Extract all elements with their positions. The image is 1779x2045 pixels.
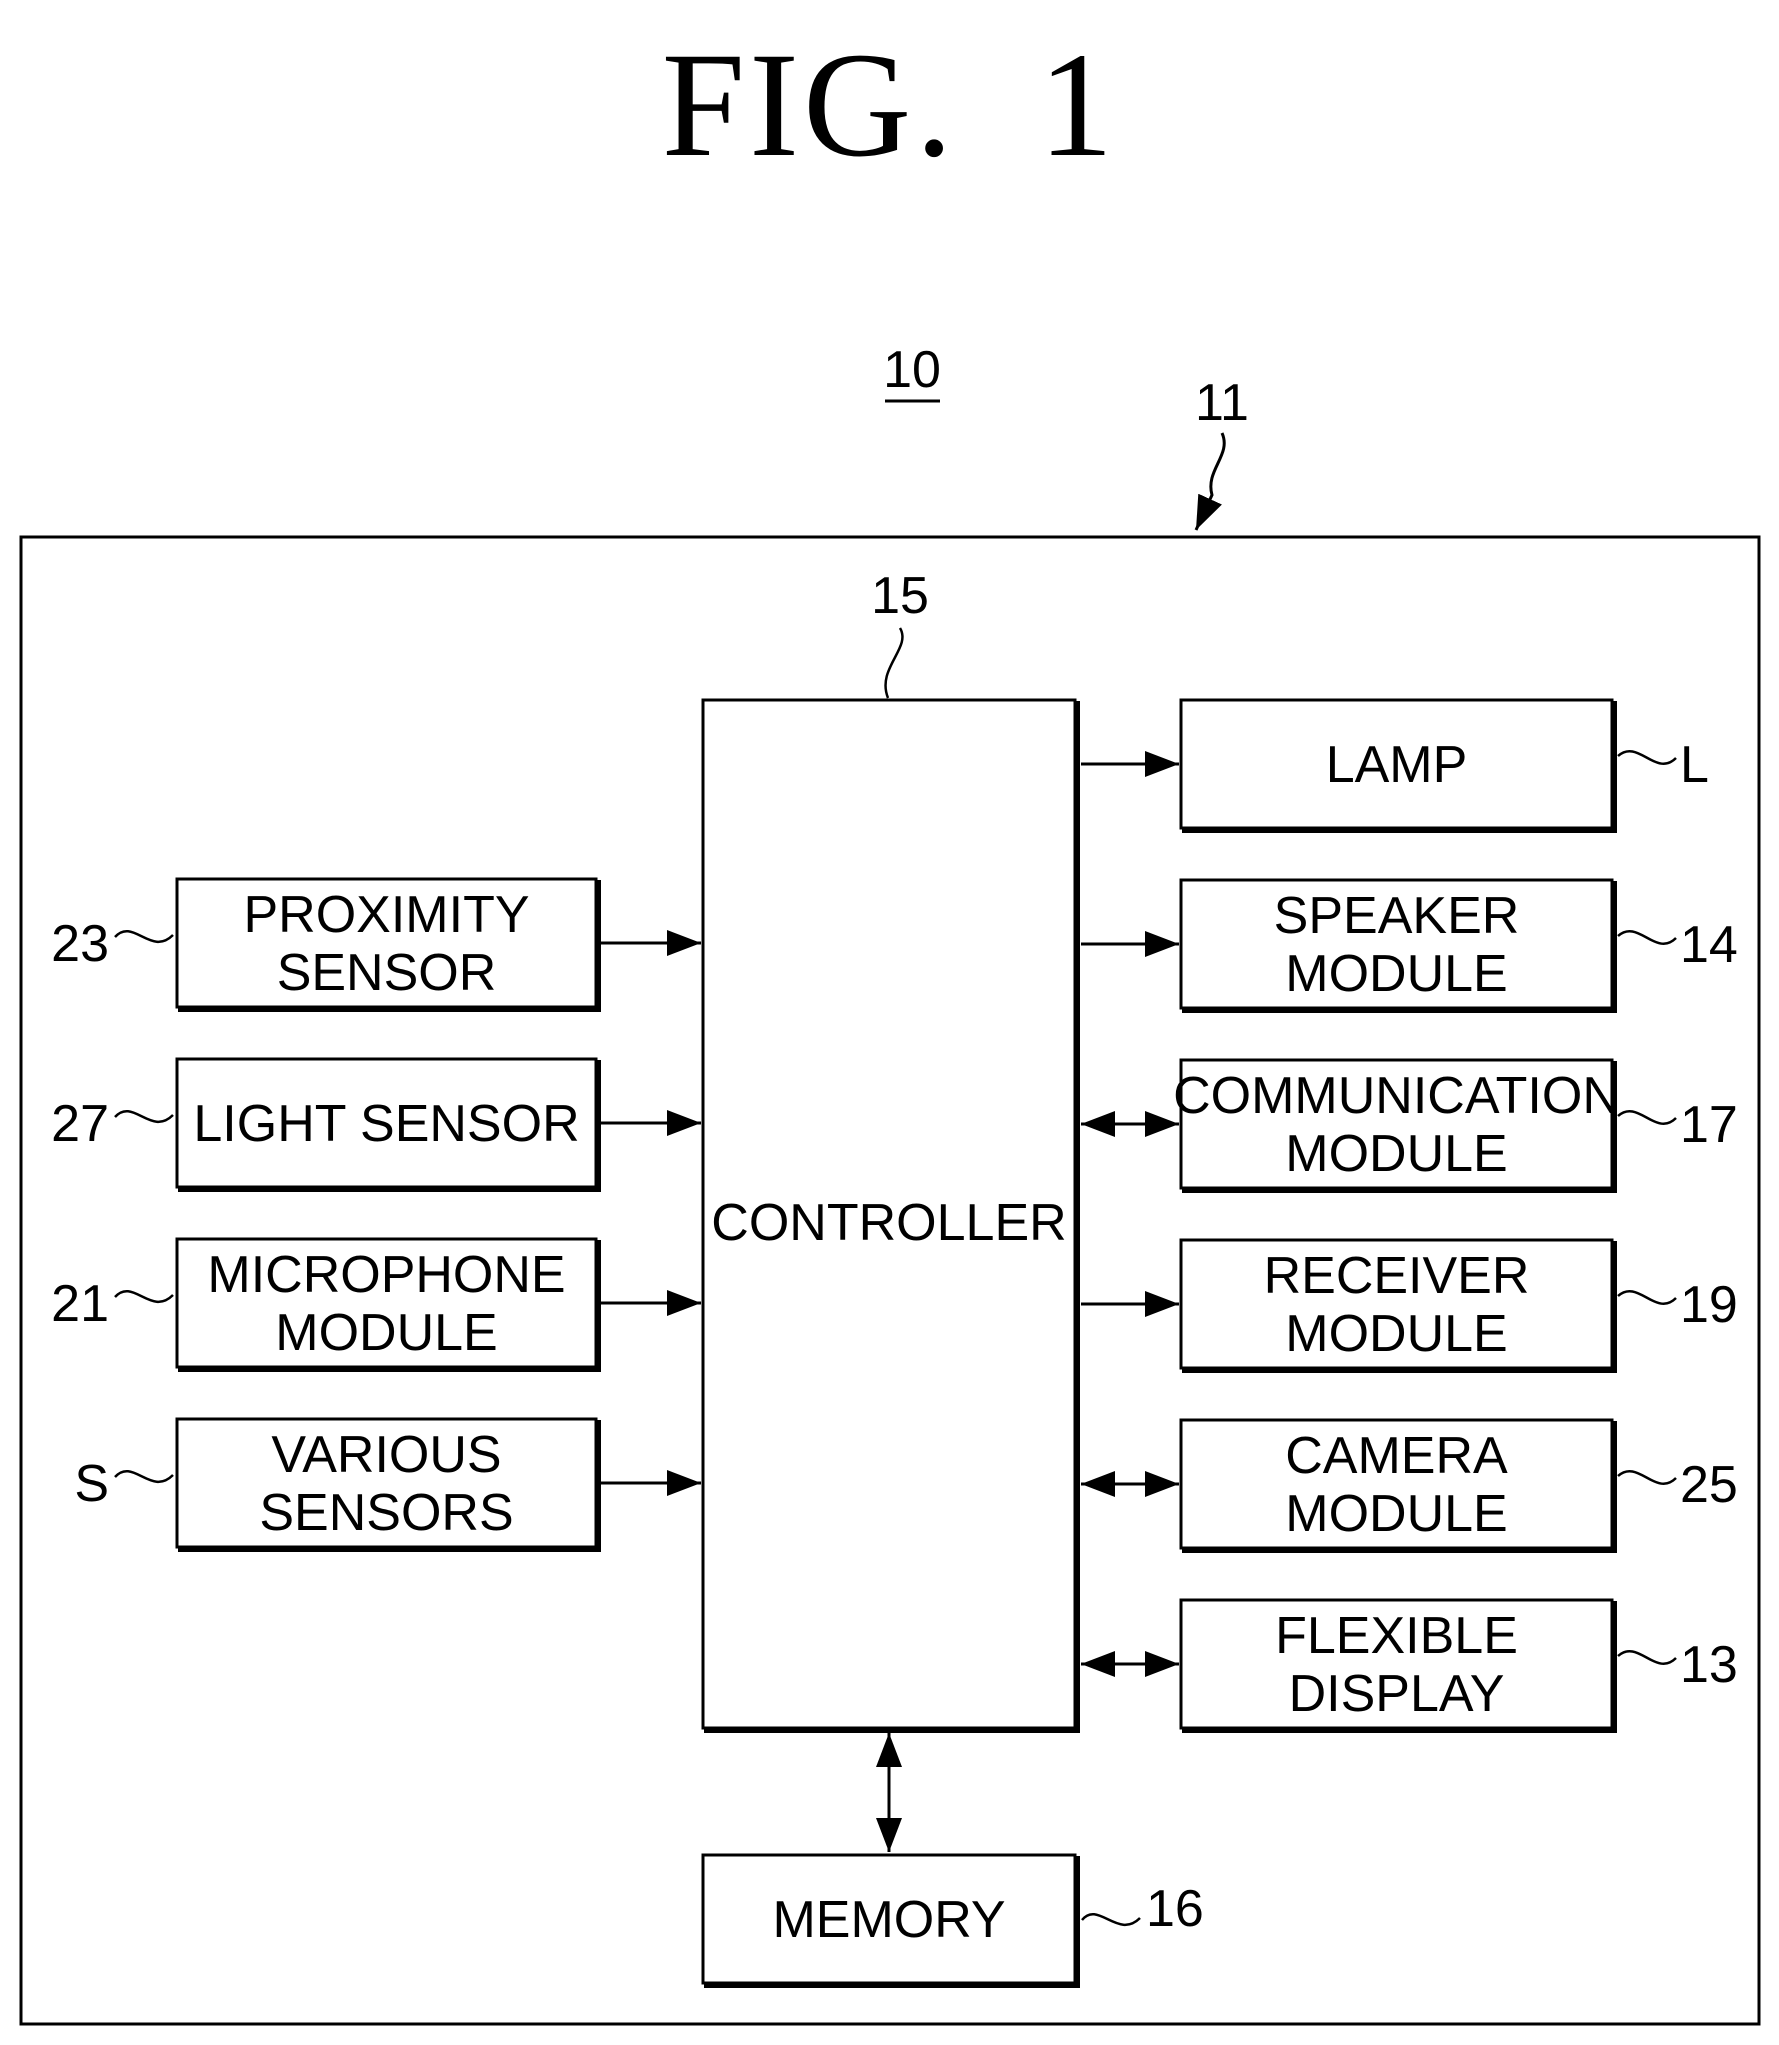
input-block-group: PROXIMITYSENSOR 23	[51, 879, 701, 1010]
output-ref-label: L	[1680, 736, 1709, 794]
input-leader-line	[115, 931, 173, 942]
input-ref-label: 21	[51, 1275, 109, 1333]
controller-label: CONTROLLER	[711, 1194, 1066, 1252]
input-blocks: PROXIMITYSENSOR 23LIGHT SENSOR 27MICROPHON…	[51, 879, 701, 1550]
input-block-label: MICROPHONE	[207, 1246, 565, 1304]
memory-ref-label: 16	[1146, 1880, 1204, 1938]
output-block-label: MODULE	[1285, 945, 1507, 1003]
output-block-label: CAMERA	[1285, 1427, 1508, 1485]
input-block-group: LIGHT SENSOR 27	[51, 1059, 701, 1190]
output-leader-line	[1618, 1471, 1676, 1484]
output-ref-label: 14	[1680, 916, 1738, 974]
output-leader-line	[1618, 1651, 1676, 1664]
output-block-group: RECEIVERMODULE 19	[1081, 1240, 1738, 1371]
output-block-group: SPEAKERMODULE 14	[1081, 880, 1738, 1011]
controller-ref-label: 15	[871, 567, 929, 625]
output-block-label: MODULE	[1285, 1125, 1507, 1183]
output-block-label: DISPLAY	[1289, 1665, 1505, 1723]
input-block-group: VARIOUSSENSORS S	[74, 1419, 701, 1550]
output-ref-label: 13	[1680, 1636, 1738, 1694]
input-block-label: MODULE	[275, 1304, 497, 1362]
output-ref-label: 25	[1680, 1456, 1738, 1514]
output-leader-line	[1618, 751, 1676, 764]
input-ref-label: 23	[51, 915, 109, 973]
input-block-group: MICROPHONEMODULE 21	[51, 1239, 701, 1370]
output-block-label: MODULE	[1285, 1305, 1507, 1363]
input-ref-label: 27	[51, 1095, 109, 1153]
output-block-group: LAMP L	[1081, 700, 1709, 831]
memory-label: MEMORY	[772, 1891, 1005, 1949]
output-block-group: CAMERAMODULE 25	[1081, 1420, 1738, 1551]
device-ref-label: 10	[883, 341, 941, 399]
output-block-label: MODULE	[1285, 1485, 1507, 1543]
input-block-label: LIGHT SENSOR	[193, 1095, 579, 1153]
output-leader-line	[1618, 931, 1676, 944]
output-block-label: COMMUNICATION	[1173, 1067, 1620, 1125]
memory-leader-line	[1082, 1914, 1140, 1925]
input-block-label: PROXIMITY	[243, 886, 529, 944]
output-block-group: COMMUNICATIONMODULE 17	[1081, 1060, 1738, 1191]
output-block-group: FLEXIBLEDISPLAY 13	[1081, 1600, 1738, 1731]
output-leader-line	[1618, 1291, 1676, 1304]
input-leader-line	[115, 1471, 173, 1482]
input-block-label: SENSOR	[277, 944, 497, 1002]
output-block-label: LAMP	[1326, 736, 1468, 794]
output-ref-label: 17	[1680, 1096, 1738, 1154]
output-leader-line	[1618, 1111, 1676, 1124]
input-block-label: VARIOUS	[271, 1426, 501, 1484]
controller-leader-line	[886, 628, 903, 698]
housing-ref-label: 11	[1195, 374, 1249, 432]
input-leader-line	[115, 1291, 173, 1302]
input-block-label: SENSORS	[259, 1484, 513, 1542]
output-block-label: SPEAKER	[1274, 887, 1520, 945]
input-leader-line	[115, 1111, 173, 1122]
housing-leader-line	[1196, 433, 1224, 530]
output-block-label: RECEIVER	[1264, 1247, 1530, 1305]
output-ref-label: 19	[1680, 1276, 1738, 1334]
input-ref-label: S	[74, 1455, 109, 1513]
output-block-label: FLEXIBLE	[1275, 1607, 1518, 1665]
output-blocks: LAMPLSPEAKERMODULE14COMMUNICATIONMODULE1…	[1081, 700, 1738, 1731]
